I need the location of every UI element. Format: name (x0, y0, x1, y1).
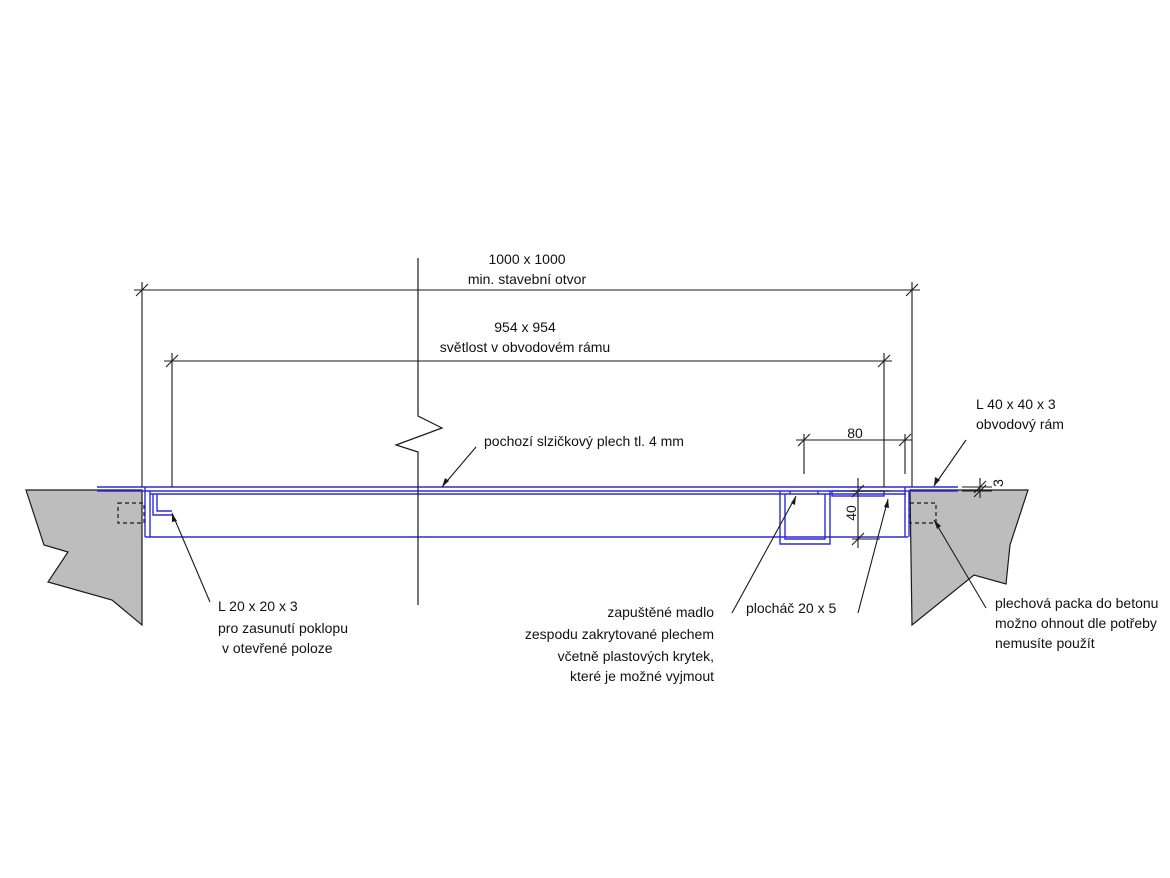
flat-bar-label: plocháč 20 x 5 (746, 600, 837, 616)
plate-label: pochozí slzičkový plech tl. 4 mm (484, 433, 684, 449)
handle-label-1: zapuštěné madlo (607, 604, 714, 620)
leader-arrows (172, 477, 941, 529)
break-line (394, 258, 444, 605)
frame-profile-label: L 40 x 40 x 3 (976, 396, 1056, 412)
anchor-tab-right (909, 502, 937, 524)
leader-lines (171, 439, 987, 614)
handle-width-dimension: 80 (847, 425, 863, 441)
handle-label-3: včetně plastových krytek, (557, 648, 714, 664)
steel-cover (97, 486, 958, 545)
left-angle-label-2: pro zasunutí poklopu (218, 620, 348, 636)
sheet-thickness-dimension: 3 (990, 479, 1006, 487)
inner-dimension-value: 954 x 954 (494, 319, 556, 335)
inner-dimension-label: světlost v obvodovém rámu (439, 339, 611, 355)
handle-depth-dimension: 40 (843, 505, 859, 521)
anchor-tab-left (117, 502, 145, 524)
handle-label-2: zespodu zakrytované plechem (524, 626, 714, 642)
concrete-wall-left (25, 489, 143, 627)
frame-name-label: obvodový rám (976, 416, 1064, 432)
anchor-label-2: možno ohnout dle potřeby (995, 615, 1157, 631)
concrete-wall-right (909, 489, 1029, 627)
left-angle-label-1: L 20 x 20 x 3 (218, 598, 298, 614)
left-angle-label-3: v otevřené poloze (222, 640, 333, 656)
dimension-lines (134, 282, 992, 548)
outer-dimension-value: 1000 x 1000 (488, 251, 566, 267)
anchor-label-1: plechová packa do betonu (995, 595, 1159, 611)
handle-label-4: které je možné vyjmout (570, 668, 714, 684)
anchor-label-3: nemusíte použít (995, 635, 1095, 651)
outer-dimension-label: min. stavební otvor (467, 271, 587, 287)
